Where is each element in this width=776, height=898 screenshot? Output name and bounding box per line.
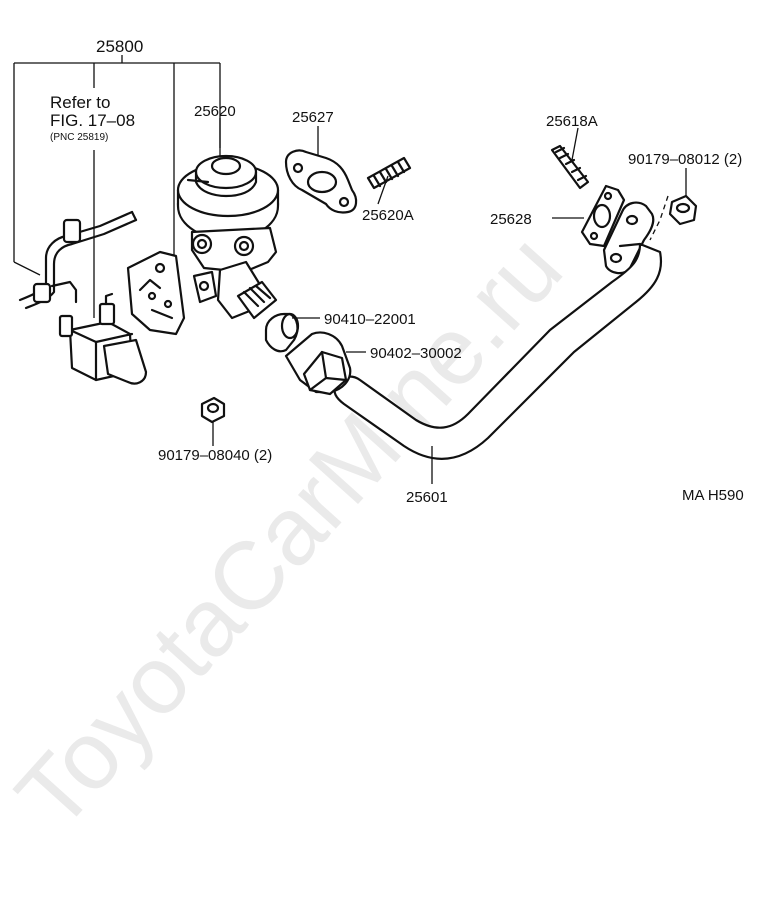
leader-lines (212, 118, 687, 484)
nut-90179-08040 (200, 396, 226, 424)
nut-90179-08012 (649, 194, 698, 241)
watermark-text: ToyotaCarMine.ru (0, 214, 583, 849)
label-90410-22001: 90410–22001 (324, 311, 416, 328)
gasket-25627 (284, 149, 358, 214)
ring-90410-22001 (264, 312, 300, 353)
pipe-flange (602, 201, 655, 275)
union-nut-90402-30002 (284, 331, 352, 396)
label-90402-30002: 90402–30002 (370, 345, 462, 362)
label-25800: 25800 (96, 37, 143, 56)
stud-25618A (550, 144, 590, 190)
label-25620: 25620 (194, 103, 236, 120)
label-25601: 25601 (406, 489, 448, 506)
label-90179-08040: 90179–08040 (2) (158, 447, 272, 464)
reference-line-3: (PNC 25819) (50, 132, 108, 143)
reference-line-2: FIG. 17–08 (50, 111, 135, 130)
label-90179-08012: 90179–08012 (2) (628, 151, 742, 168)
reference-line-1: Refer to (50, 93, 110, 112)
label-25618A: 25618A (546, 113, 598, 130)
egr-valve (176, 154, 280, 320)
label-25628: 25628 (490, 211, 532, 228)
egr-pipe (333, 242, 663, 460)
label-25627: 25627 (292, 109, 334, 126)
gasket-25628 (580, 184, 626, 248)
stud-25620A (366, 156, 412, 190)
label-25620A: 25620A (362, 207, 414, 224)
figure-code: MA H590 (682, 487, 744, 504)
mounting-bracket (126, 250, 186, 336)
vacuum-switching-valve (58, 292, 148, 385)
vacuum-hose (18, 210, 138, 310)
